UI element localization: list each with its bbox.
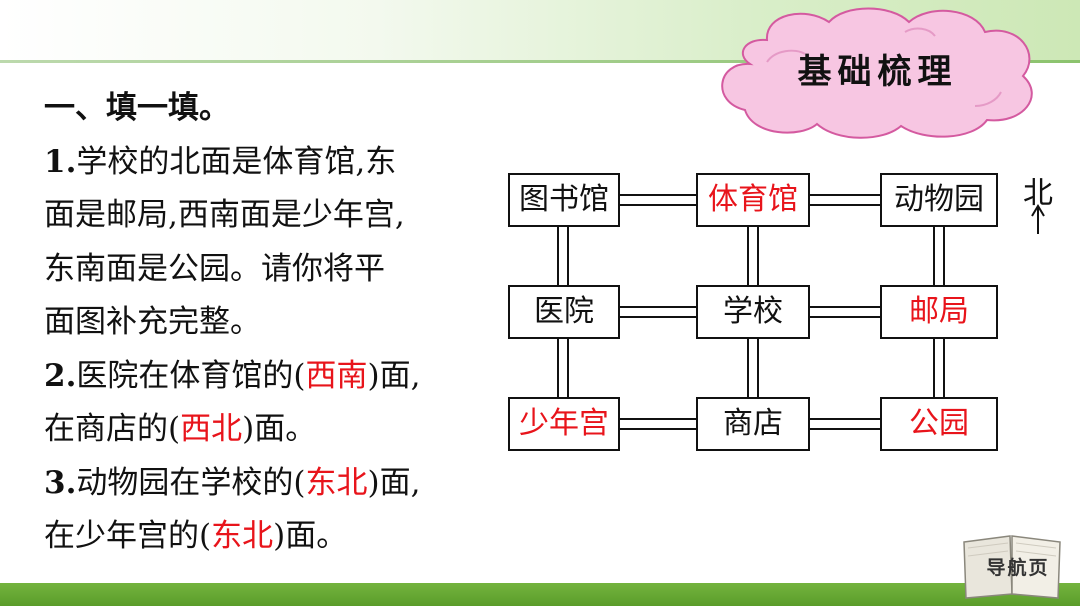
map-node-hospital: 医院 — [508, 285, 620, 339]
q2-number: 2. — [44, 357, 77, 394]
q2-text: 在商店的( — [44, 411, 181, 447]
q2-answer-1: 西南 — [305, 357, 368, 394]
badge-title: 基础梳理 — [797, 52, 958, 92]
q3-text: )面, — [367, 464, 421, 501]
q2-line: 在商店的(西北)面。 — [44, 403, 499, 457]
nav-page-button[interactable]: 导航页 — [986, 557, 1050, 579]
map-node-post-office: 邮局 — [880, 285, 998, 339]
q3-line: 在少年宫的(东北)面。 — [44, 510, 499, 564]
cloud-badge — [721, 7, 1033, 139]
map-roads — [557, 194, 945, 430]
q3-text: 在少年宫的( — [44, 518, 212, 554]
map-node-shop: 商店 — [696, 397, 810, 451]
footer-bar — [0, 583, 1080, 606]
map-node-youth-palace: 少年宫 — [508, 397, 620, 451]
q1-number: 1. — [44, 143, 77, 180]
map-node-zoo: 动物园 — [880, 173, 998, 227]
map-node-gym: 体育馆 — [696, 173, 810, 227]
north-arrow-icon — [1031, 204, 1045, 234]
q1-line: 面图补充完整。 — [44, 304, 261, 340]
q2-text: )面, — [367, 357, 421, 394]
q3-answer-1: 东北 — [305, 464, 368, 501]
q3-line: 3.动物园在学校的(东北)面, — [44, 457, 499, 511]
q2-text: )面。 — [242, 411, 317, 447]
q2-text: 医院在体育馆的( — [76, 357, 306, 394]
map-node-park: 公园 — [880, 397, 998, 451]
q1-line: 东南面是公园。请你将平 — [44, 250, 385, 287]
q3-number: 3. — [44, 464, 77, 501]
q3-text: 动物园在学校的( — [76, 464, 306, 501]
nav-book-icon[interactable] — [958, 528, 1066, 600]
header-divider — [0, 60, 1080, 63]
map-diagram: 图书馆 体育馆 动物园 医院 学校 邮局 少年宫 商店 公园 — [506, 168, 1066, 458]
exercise-text: 一、填一填。 1.学校的北面是体育馆,东 面是邮局,西南面是少年宫, 东南面是公… — [44, 82, 499, 564]
section-heading: 一、填一填。 — [44, 90, 230, 126]
q2-line: 2.医院在体育馆的(西南)面, — [44, 350, 499, 404]
q3-text: )面。 — [273, 518, 348, 554]
map-node-library: 图书馆 — [508, 173, 620, 227]
q2-answer-2: 西北 — [180, 411, 243, 447]
q3-answer-2: 东北 — [211, 518, 274, 554]
q1-line: 面是邮局,西南面是少年宫, — [44, 197, 405, 233]
map-node-school: 学校 — [696, 285, 810, 339]
q1-line: 1.学校的北面是体育馆,东 — [44, 136, 499, 190]
q1-text: 学校的北面是体育馆,东 — [76, 143, 397, 180]
